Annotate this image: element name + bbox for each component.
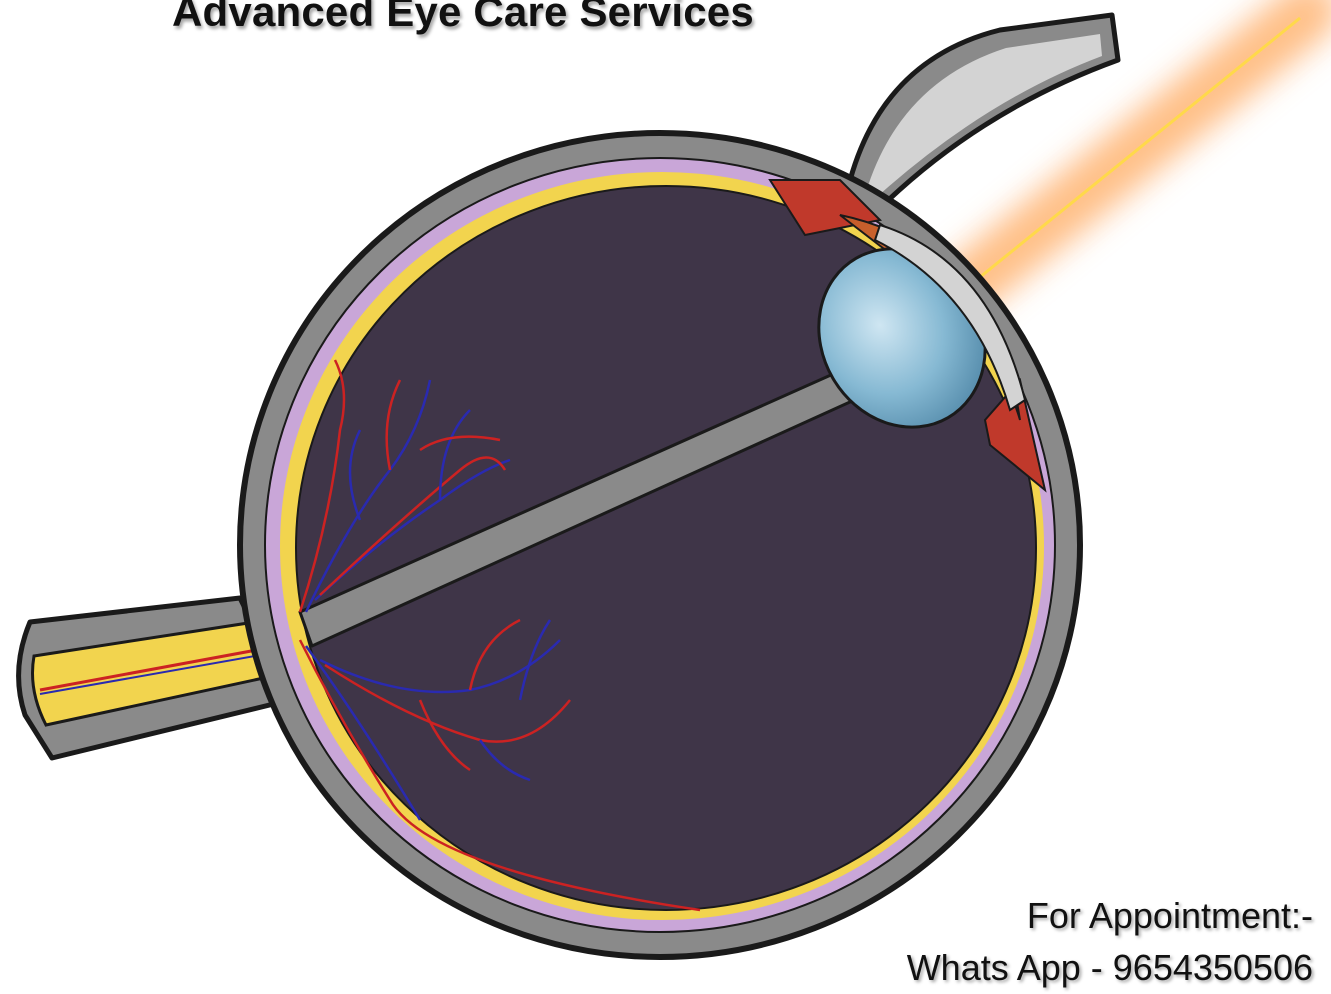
eyeball [240, 133, 1080, 957]
appointment-contact: For Appointment:- Whats App - 9654350506 [907, 890, 1313, 994]
eye-anatomy-illustration [0, 0, 1331, 974]
page-title: Advanced Eye Care Services [172, 0, 754, 36]
appointment-label: For Appointment:- [907, 890, 1313, 942]
whatsapp-number[interactable]: Whats App - 9654350506 [907, 942, 1313, 994]
